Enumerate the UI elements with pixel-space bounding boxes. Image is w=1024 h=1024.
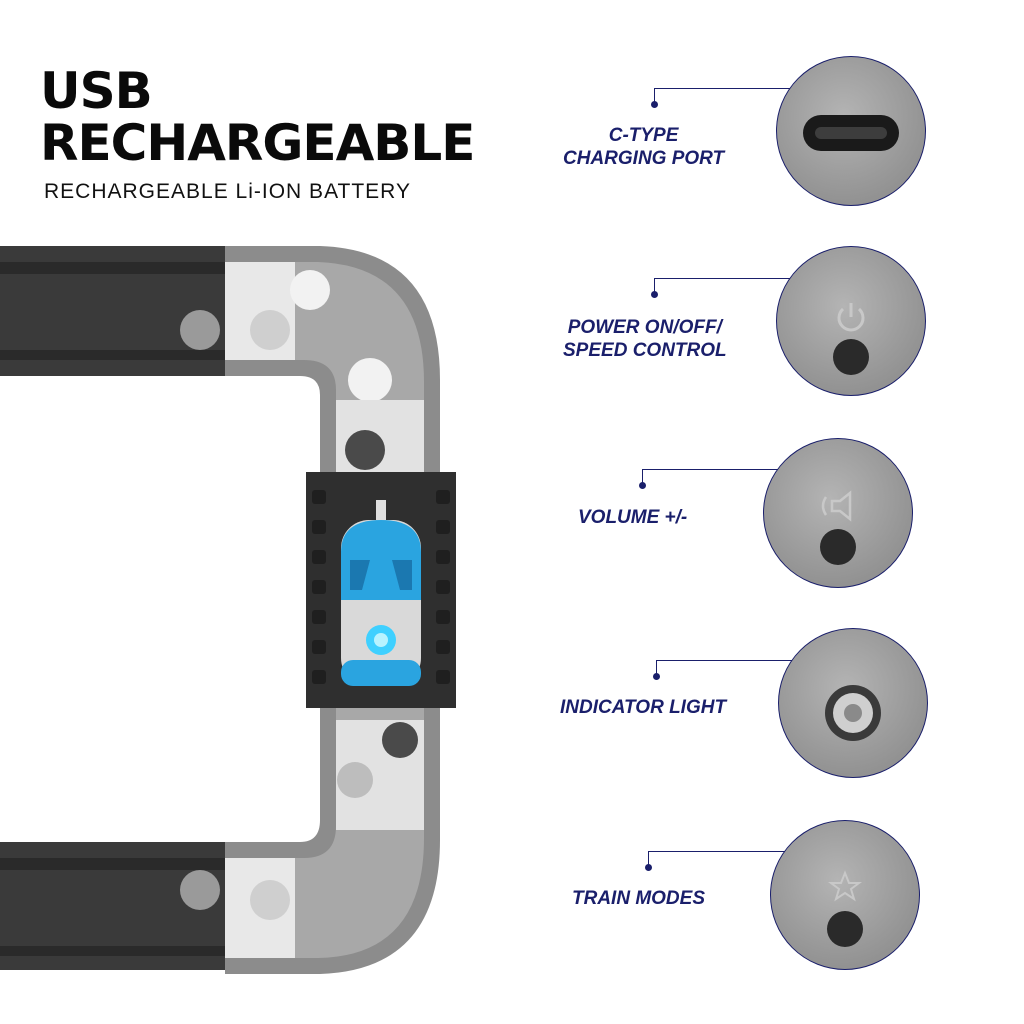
leader-line [654, 278, 655, 294]
usb-c-port-icon [803, 115, 899, 151]
feature-label-charging-port: C-TYPE CHARGING PORT [563, 124, 724, 170]
train-modes-closeup [770, 820, 920, 970]
leader-line [654, 88, 850, 89]
feature-label-line: TRAIN MODES [572, 888, 705, 909]
leader-line [648, 851, 844, 852]
leader-dot [651, 291, 658, 298]
leader-line [654, 88, 655, 104]
feature-label-power: POWER ON/OFF/ SPEED CONTROL [563, 316, 727, 362]
power-button-closeup [776, 246, 926, 396]
feature-label-train-modes: TRAIN MODES [572, 887, 705, 910]
feature-label-volume: VOLUME +/- [578, 506, 687, 529]
feature-label-line: VOLUME +/- [578, 507, 688, 528]
indicator-light-closeup [778, 628, 928, 778]
leader-line [656, 660, 852, 661]
power-icon [833, 303, 869, 375]
leader-line [642, 469, 838, 470]
headline-subtitle: RECHARGEABLE Li-ION BATTERY [44, 180, 411, 203]
feature-label-indicator-light: INDICATOR LIGHT [560, 696, 726, 719]
feature-label-line: CHARGING PORT [563, 148, 725, 169]
headline-line-1: USB [40, 62, 153, 120]
feature-label-line: POWER ON/OFF/ [567, 317, 722, 338]
feature-label-line: C-TYPE [608, 125, 679, 146]
leader-dot [639, 482, 646, 489]
leader-line [642, 469, 643, 485]
headline-line-2: RECHARGEABLE [40, 114, 475, 172]
headline: USB RECHARGEABLE RECHARGEABLE Li-ION BAT… [40, 62, 475, 204]
feature-label-line: SPEED CONTROL [563, 340, 727, 361]
star-icon [827, 870, 863, 947]
leader-line [648, 851, 649, 867]
leader-dot [651, 101, 658, 108]
volume-button-closeup [763, 438, 913, 588]
feature-label-line: INDICATOR LIGHT [560, 697, 727, 718]
leader-line [654, 278, 850, 279]
charging-port-closeup [776, 56, 926, 206]
leader-dot [645, 864, 652, 871]
light-icon [825, 685, 881, 741]
speaker-icon [820, 490, 856, 565]
leader-dot [653, 673, 660, 680]
leader-line [656, 660, 657, 676]
